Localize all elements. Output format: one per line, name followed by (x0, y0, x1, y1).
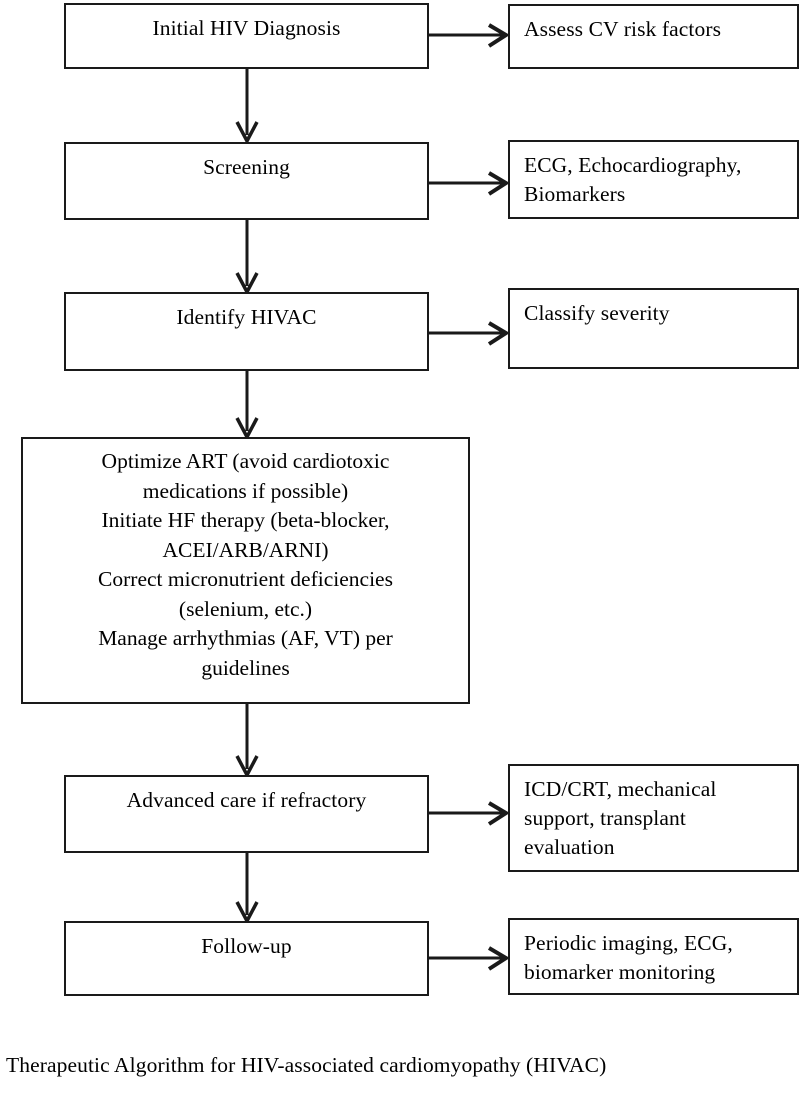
node-classify-severity-label: Classify severity (524, 301, 670, 325)
node-ecg-echo-biomarkers[interactable]: ECG, Echocardiography, Biomarkers (508, 140, 799, 219)
node-identify-hivac[interactable]: Identify HIVAC (64, 292, 429, 371)
arrow-followup-to-periodic (429, 946, 510, 971)
arrow-advanced-to-icd (429, 801, 510, 826)
figure-caption: Therapeutic Algorithm for HIV-associated… (6, 1053, 607, 1077)
node-treatment-measures[interactable]: Optimize ART (avoid cardiotoxic medicati… (21, 437, 470, 704)
node-icd-crt-support-label: ICD/CRT, mechanical support, transplant … (524, 777, 717, 859)
node-initial-hiv-diagnosis-label: Initial HIV Diagnosis (152, 16, 341, 40)
node-follow-up-label: Follow-up (201, 934, 292, 958)
node-follow-up[interactable]: Follow-up (64, 921, 429, 996)
node-periodic-monitoring-label: Periodic imaging, ECG, biomarker monitor… (524, 931, 733, 984)
node-advanced-care[interactable]: Advanced care if refractory (64, 775, 429, 853)
node-screening[interactable]: Screening (64, 142, 429, 220)
node-classify-severity[interactable]: Classify severity (508, 288, 799, 369)
node-periodic-monitoring[interactable]: Periodic imaging, ECG, biomarker monitor… (508, 918, 799, 995)
arrow-screening-to-ecg (429, 171, 510, 196)
node-ecg-echo-biomarkers-label: ECG, Echocardiography, Biomarkers (524, 153, 742, 206)
arrow-identify-to-treatment (235, 371, 259, 441)
node-screening-label: Screening (203, 155, 290, 179)
arrow-identify-to-classify (429, 321, 510, 346)
node-advanced-care-label: Advanced care if refractory (126, 788, 367, 812)
node-treatment-measures-label: Optimize ART (avoid cardiotoxic medicati… (98, 449, 393, 680)
node-icd-crt-support[interactable]: ICD/CRT, mechanical support, transplant … (508, 764, 799, 872)
arrow-advanced-to-followup (235, 853, 259, 925)
arrow-screening-to-identify (235, 220, 259, 296)
node-assess-cv-risk-factors-label: Assess CV risk factors (524, 17, 722, 41)
arrow-treatment-to-advanced (235, 704, 259, 779)
node-assess-cv-risk-factors[interactable]: Assess CV risk factors (508, 4, 799, 69)
arrow-diagnosis-to-assess (429, 23, 510, 48)
node-initial-hiv-diagnosis[interactable]: Initial HIV Diagnosis (64, 3, 429, 69)
node-identify-hivac-label: Identify HIVAC (176, 305, 317, 329)
arrow-diagnosis-to-screening (235, 68, 259, 145)
